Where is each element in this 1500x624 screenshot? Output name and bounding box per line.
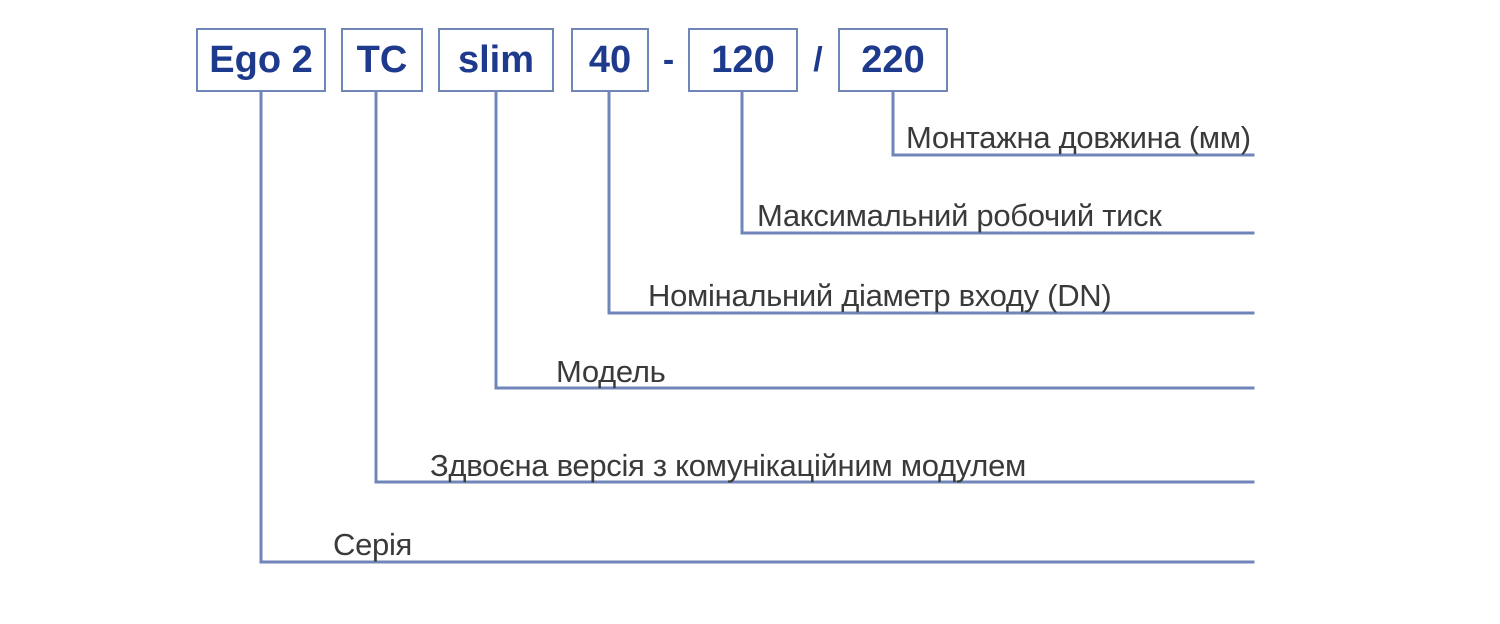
leader-line-nominal-diameter xyxy=(607,90,1255,315)
callout-label-model: Модель xyxy=(556,354,666,389)
callout-label-nominal-diameter: Номінальний діаметр входу (DN) xyxy=(648,278,1112,313)
separator-dash: - xyxy=(662,41,675,79)
code-box-model[interactable]: slim xyxy=(438,28,554,92)
leader-line-model xyxy=(494,90,1255,390)
code-box-build-length[interactable]: 220 xyxy=(838,28,948,92)
leader-line-build-length xyxy=(891,90,1255,157)
separator-slash: / xyxy=(813,41,823,79)
leader-line-series xyxy=(259,90,1255,564)
code-box-series[interactable]: Ego 2 xyxy=(196,28,326,92)
leader-line-max-pressure xyxy=(740,90,1255,235)
code-box-twin-version[interactable]: TC xyxy=(341,28,423,92)
callout-label-twin-version: Здвоєна версія з комунікаційним модулем xyxy=(430,448,1027,483)
leader-line-twin-version xyxy=(374,90,1255,484)
callout-label-build-length: Монтажна довжина (мм) xyxy=(906,120,1251,155)
callout-label-series: Серія xyxy=(333,527,413,562)
code-box-nominal-diameter[interactable]: 40 xyxy=(571,28,649,92)
code-box-max-pressure[interactable]: 120 xyxy=(688,28,798,92)
callout-label-max-pressure: Максимальний робочий тиск xyxy=(757,198,1162,233)
